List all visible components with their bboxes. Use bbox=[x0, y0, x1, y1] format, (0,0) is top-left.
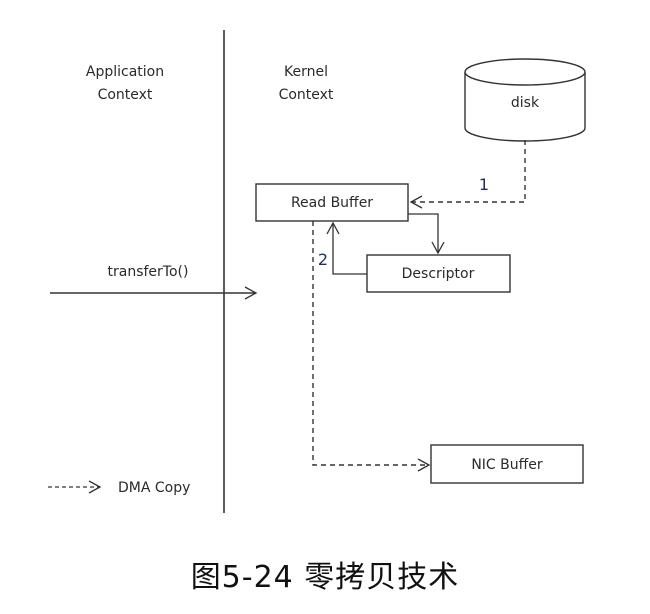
nic-buffer-node: NIC Buffer bbox=[430, 444, 584, 484]
dma-arrow-read-buffer-to-nic-buffer bbox=[312, 221, 431, 472]
disk-label: disk bbox=[511, 95, 540, 111]
arrow-descriptor-to-read-buffer bbox=[326, 221, 367, 275]
nic-buffer-label: NIC Buffer bbox=[471, 457, 543, 473]
application-context-label-line1: Application bbox=[86, 64, 164, 80]
application-context-label-line2: Context bbox=[98, 87, 153, 103]
kernel-context-label-line1: Kernel bbox=[284, 64, 328, 80]
arrow-read-buffer-to-descriptor bbox=[408, 213, 445, 255]
descriptor-node: Descriptor bbox=[366, 254, 511, 293]
read-buffer-node: Read Buffer bbox=[255, 183, 409, 222]
legend-dma-copy-label: DMA Copy bbox=[118, 480, 190, 496]
step-1-label: 1 bbox=[479, 175, 489, 194]
figure-caption: 图5-24 零拷贝技术 bbox=[190, 560, 460, 595]
descriptor-label: Descriptor bbox=[402, 266, 475, 282]
kernel-context-label-line2: Context bbox=[279, 87, 334, 103]
read-buffer-label: Read Buffer bbox=[291, 195, 373, 211]
dma-arrow-disk-to-read-buffer bbox=[409, 140, 526, 209]
disk-node: disk bbox=[464, 58, 586, 142]
legend: DMA Copy bbox=[48, 480, 190, 496]
transferto-label: transferTo() bbox=[108, 264, 189, 280]
step-2-label: 2 bbox=[318, 250, 328, 269]
